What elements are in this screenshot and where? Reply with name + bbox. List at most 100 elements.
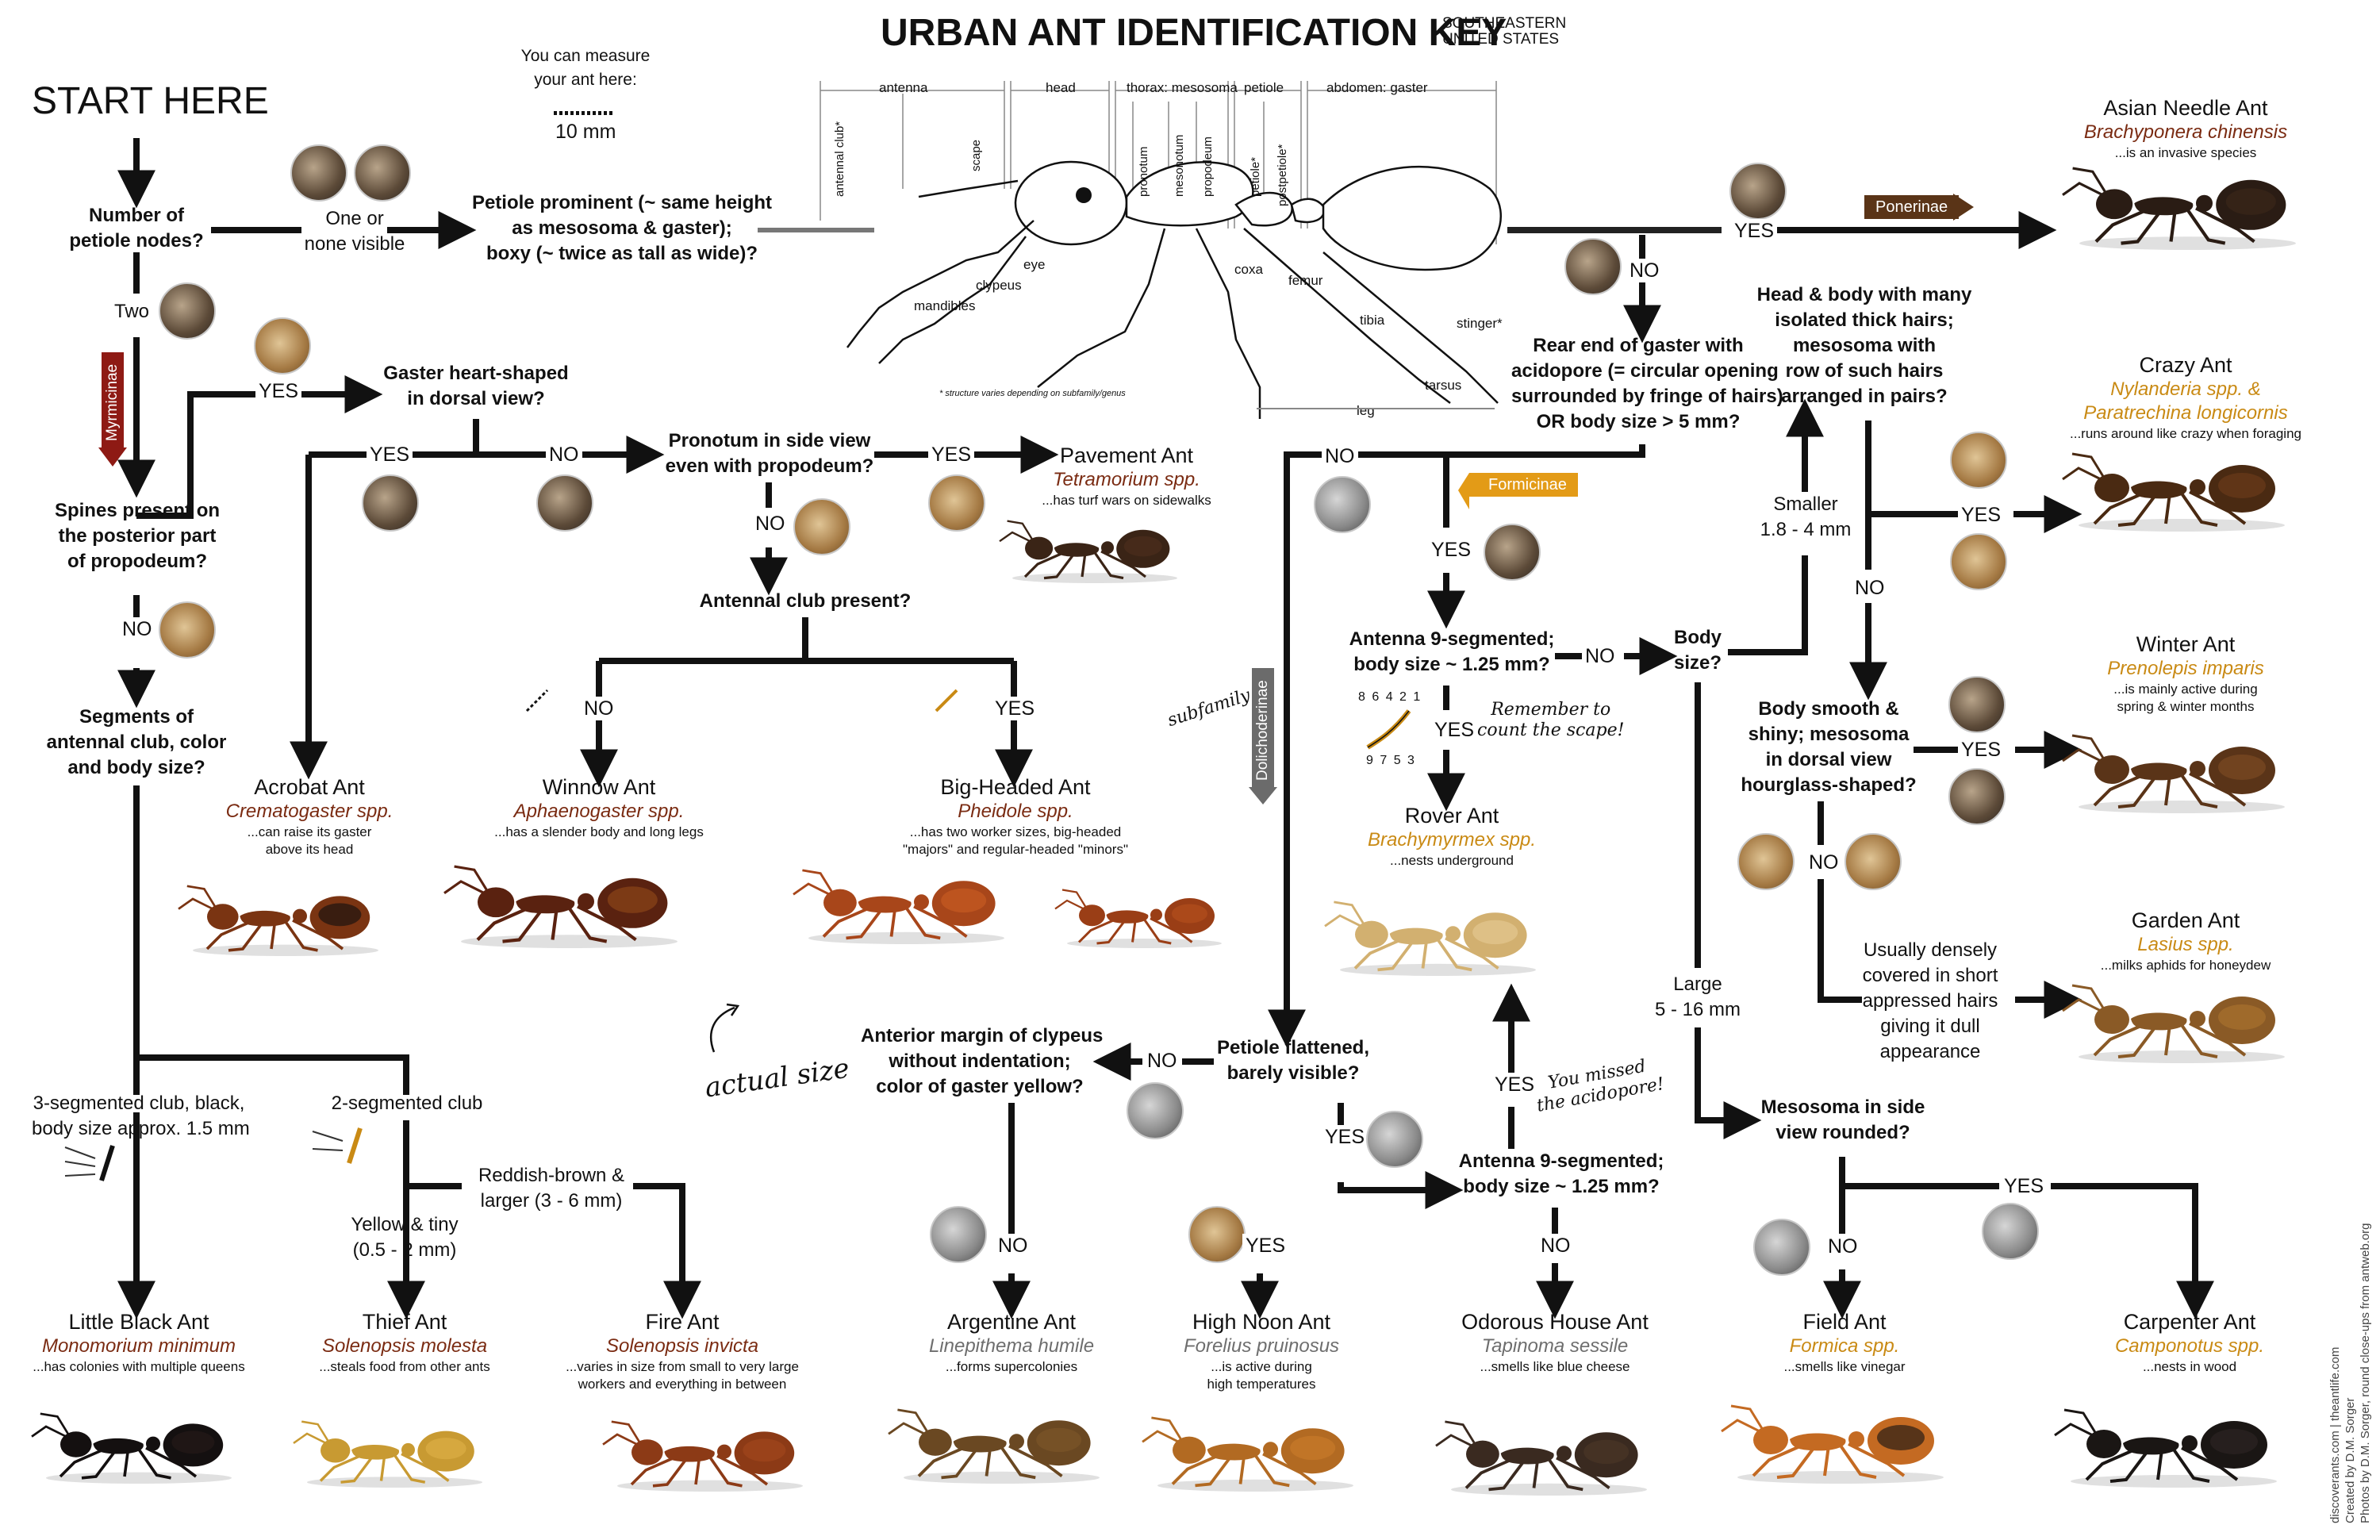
myrmicinae-tag: Myrmicinae — [102, 352, 124, 447]
question-line: body size ~ 1.25 mm? — [1463, 1176, 1660, 1197]
species-scientific-name: Camponotus spp. — [2114, 1335, 2265, 1357]
club-icon — [935, 689, 958, 712]
spines-yes: YES — [255, 379, 302, 403]
round-gaster-thumbnail — [536, 474, 593, 532]
option-smaller: Smaller 1.8 - 4 mm — [1750, 492, 1861, 543]
antenna9a-yes: YES — [1431, 718, 1478, 742]
ant-photo-winter — [2062, 734, 2285, 813]
species-garden: Garden Ant Lasius spp. ...milks aphids f… — [2055, 908, 2317, 974]
mesosoma-yes: YES — [2001, 1174, 2048, 1198]
mesosoma-no: NO — [1825, 1235, 1861, 1258]
flattened-no: NO — [1144, 1049, 1180, 1073]
option-two: Two — [111, 300, 153, 324]
question-line: barely visible? — [1226, 1062, 1360, 1084]
question-line: without indentation; — [889, 1050, 1071, 1072]
dull-body-thumbnail — [1737, 833, 1795, 890]
angular-mesosoma-thumbnail — [1753, 1219, 1810, 1276]
anatomy-label-femur: femur — [1288, 273, 1323, 288]
species-scientific-name: Prenolepis imparis — [2107, 658, 2264, 679]
option-dense-hairs: Usually densely covered in short appress… — [1855, 938, 2006, 1065]
pronotum-yes: YES — [928, 443, 975, 467]
antenna9a-no: NO — [1582, 644, 1618, 668]
option-line: giving it dull — [1880, 1016, 1980, 1037]
option-yellow-tiny: Yellow & tiny (0.5 - 2 mm) — [341, 1212, 468, 1263]
question-line: even with propodeum? — [665, 455, 874, 477]
measure-hint: You can measure your ant here: — [506, 44, 665, 92]
question-line: Petiole prominent (~ same height — [471, 192, 773, 213]
subtitle-line-1: SOUTHEASTERN — [1442, 15, 1567, 32]
option-line: body size approx. 1.5 mm — [32, 1118, 250, 1139]
species-note: ...is active during — [1211, 1359, 1312, 1374]
credits-line: discoverants.com | theantlife.com — [2328, 1346, 2342, 1523]
species-name: Winter Ant — [2136, 632, 2236, 656]
species-name: Odorous House Ant — [1461, 1310, 1649, 1334]
question-anterior-margin: Anterior margin of clypeus without inden… — [861, 1023, 1103, 1100]
ant-photo-big-headed-major — [793, 869, 1004, 944]
question-line: surrounded by fringe of hairs) — [1511, 386, 1783, 407]
hairs-yes: YES — [1958, 503, 2005, 527]
question-line: Antenna 9-segmented; — [1458, 1150, 1664, 1172]
anatomy-label-tarsus: tarsus — [1425, 378, 1462, 393]
question-spines: Spines present on the posterior part of … — [54, 498, 221, 574]
question-petiole-flattened: Petiole flattened, barely visible? — [1214, 1035, 1372, 1086]
anatomy-section-petiole: petiole — [1244, 80, 1284, 95]
option-line: none visible — [304, 233, 405, 255]
anatomy-label-mandibles: mandibles — [914, 298, 976, 313]
dolichoderinae-tag-arrow — [1249, 787, 1277, 805]
question-line: Gaster heart-shaped — [383, 363, 569, 384]
ant-photo-fire — [602, 1420, 803, 1492]
species-note: ...smells like vinegar — [1783, 1359, 1906, 1374]
species-note: ...has two worker sizes, big-headed — [909, 824, 1122, 839]
credits-line: Created by D.M. Sorger — [2344, 1397, 2357, 1523]
species-note: spring & winter months — [2117, 699, 2255, 714]
question-body-size: Body size? — [1658, 625, 1737, 676]
flat-petiole-thumbnail — [1366, 1111, 1423, 1168]
question-line: Body — [1674, 627, 1722, 648]
option-line: appearance — [1879, 1041, 1981, 1062]
credits-line: Photos by D.M. Sorger, round close-ups f… — [2359, 1223, 2372, 1523]
question-line: Rear end of gaster with — [1533, 335, 1744, 356]
question-line: the posterior part — [58, 525, 217, 547]
option-three-seg: 3-segmented club, black, body size appro… — [32, 1091, 250, 1142]
start-here-label: START HERE — [32, 80, 269, 122]
anatomy-label-leg: leg — [1357, 403, 1375, 418]
ant-photo-little-black — [31, 1412, 232, 1484]
ant-photo-field — [1721, 1404, 1944, 1484]
remember-line: count the scape! — [1477, 720, 1625, 740]
option-line: (0.5 - 2 mm) — [352, 1239, 457, 1261]
option-two-seg: 2-segmented club — [331, 1093, 483, 1114]
species-scientific-name: Pheidole spp. — [958, 801, 1073, 822]
species-name: Winnow Ant — [542, 775, 656, 799]
species-name: Field Ant — [1802, 1310, 1887, 1334]
species-fire: Fire Ant Solenopsis invicta ...varies in… — [547, 1309, 817, 1393]
species-note: "majors" and regular-headed "minors" — [903, 842, 1128, 857]
ant-anatomy-drawing — [820, 81, 1503, 419]
myrmicinae-tag-arrow — [98, 447, 127, 467]
ant-photo-thief — [293, 1420, 482, 1488]
species-acrobat: Acrobat Ant Crematogaster spp. ...can ra… — [182, 774, 436, 858]
question-line: as mesosoma & gaster); — [512, 217, 732, 239]
petiole-none-thumbnail — [354, 144, 411, 202]
question-segments: Segments of antennal club, color and bod… — [41, 705, 232, 781]
leg-bracket — [1257, 408, 1495, 409]
question-body-smooth: Body smooth & shiny; mesosoma in dorsal … — [1737, 697, 1920, 798]
species-crazy: Crazy Ant Nylanderia spp. & Paratrechina… — [2055, 352, 2317, 443]
species-note: ...is mainly active during — [2113, 682, 2258, 697]
question-line: row of such hairs — [1785, 360, 1944, 382]
question-line: body size ~ 1.25 mm? — [1353, 654, 1550, 675]
option-line: appressed hairs — [1862, 990, 1998, 1012]
question-antennal-club: Antennal club present? — [699, 590, 912, 612]
ponerinae-tag: Ponerinae — [1864, 195, 1960, 219]
spines-thumbnail — [254, 317, 311, 374]
species-name: Acrobat Ant — [254, 775, 365, 799]
species-thief: Thief Ant Solenopsis molesta ...steals f… — [286, 1309, 524, 1376]
species-asian-needle: Asian Needle Ant Brachyponera chinensis … — [2055, 95, 2317, 162]
petiole-two-nodes-thumbnail — [159, 282, 216, 340]
rear-end-no: NO — [1322, 444, 1358, 468]
anatomy-section-head: head — [1046, 80, 1076, 95]
pronotum-uneven-thumbnail — [793, 498, 850, 555]
question-line: hourglass-shaped? — [1741, 774, 1917, 796]
ant-photo-winnow — [443, 865, 678, 948]
ant-photo-high-noon — [1142, 1416, 1353, 1492]
